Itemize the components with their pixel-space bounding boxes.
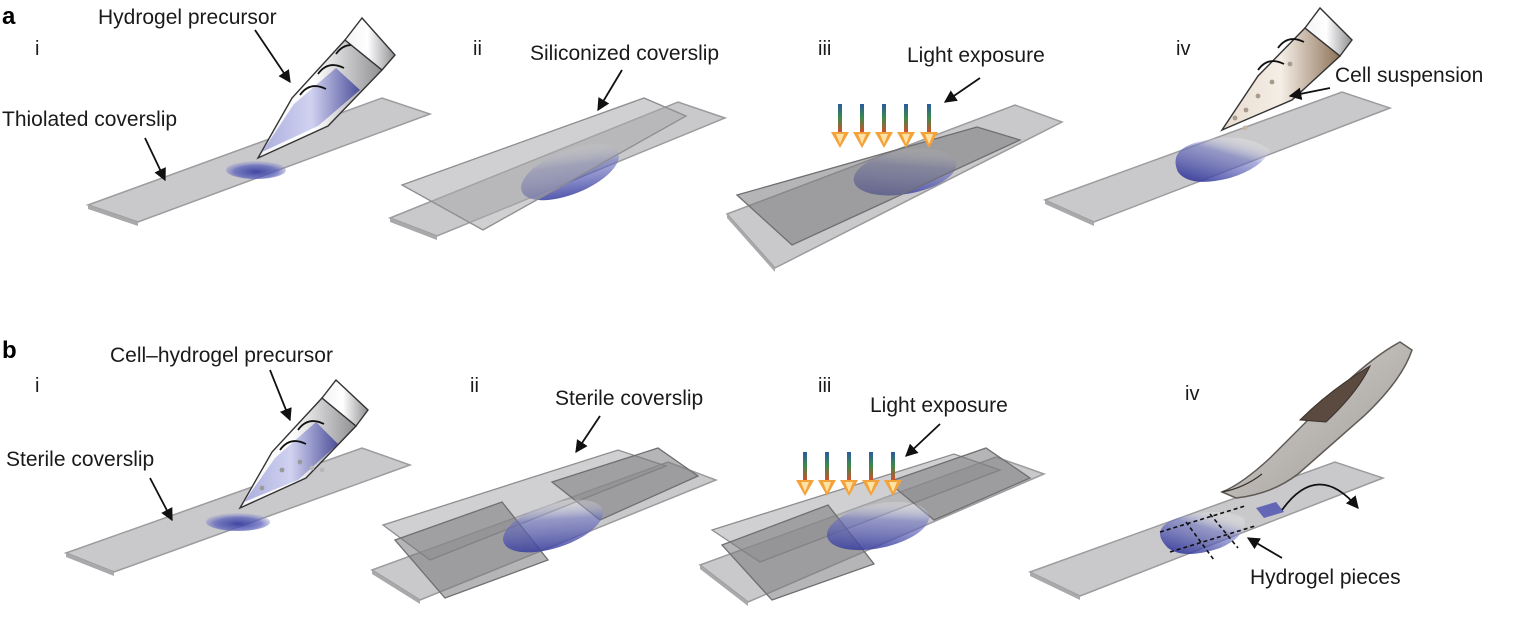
label-sterile-coverslip-2: Sterile coverslip (555, 387, 703, 410)
panel-letter-b: b (2, 337, 17, 364)
step-label: iv (1185, 383, 1199, 405)
pointer-arrow (269, 369, 292, 422)
label-hydrogel-precursor: Hydrogel precursor (98, 6, 277, 29)
pointer-arrow (149, 477, 173, 522)
slide-edge (390, 218, 437, 240)
hydrogel-drop (503, 499, 603, 553)
panel-b-step-iii: iii Light exposure (698, 375, 1047, 606)
hydrogel-drop (826, 501, 930, 551)
transfer-arrow (1281, 483, 1359, 511)
label-cell-suspension: Cell suspension (1335, 64, 1483, 87)
step-label: iii (818, 375, 831, 397)
pointer-arrow (597, 69, 623, 112)
slide-edge (1045, 200, 1094, 226)
panel-a-step-iv: iv Cell suspension (1043, 6, 1483, 226)
label-cell-hydrogel-precursor: Cell–hydrogel precursor (110, 344, 333, 367)
pointer-arrow (144, 137, 166, 182)
pointer-arrow (1288, 87, 1331, 100)
pointer-arrow (943, 77, 981, 103)
hydrogel-piece (1256, 502, 1284, 518)
slide-edge (372, 570, 420, 604)
panel-b-step-iv: iv Hydrogel pieces (1028, 341, 1413, 600)
hydrogel-layer (1160, 512, 1245, 554)
step-label: ii (473, 38, 482, 60)
slide-edge (88, 205, 138, 226)
pipette-icon (256, 16, 396, 160)
label-sterile-coverslip-1: Sterile coverslip (6, 448, 154, 471)
step-label: i (35, 38, 39, 60)
panel-a-step-i: i Hydrogel precursor Thiolated coverslip (2, 6, 433, 226)
hydrogel-layer (1175, 137, 1270, 182)
pointer-arrow (1246, 537, 1283, 559)
slide-edge (66, 553, 114, 576)
step-label: i (35, 375, 39, 397)
pointer-arrow (905, 423, 941, 457)
hydrogel-drop (206, 513, 270, 531)
panel-b-step-ii: ii Sterile coverslip (370, 375, 719, 604)
label-light-exposure-b: Light exposure (870, 394, 1008, 417)
step-label: ii (470, 375, 479, 397)
panel-b-step-i: i Cell–hydrogel precursor Sterile covers… (6, 344, 413, 576)
slide-edge (700, 565, 748, 606)
panel-a-step-ii: ii Siliconized coverslip (387, 38, 728, 240)
slide-edge (727, 214, 775, 272)
label-hydrogel-pieces: Hydrogel pieces (1250, 566, 1401, 589)
panel-letter-a: a (2, 3, 16, 30)
pipette-icon (1220, 6, 1353, 132)
label-light-exposure: Light exposure (907, 44, 1045, 67)
siliconized-coverslip (735, 126, 1022, 246)
label-thiolated-coverslip: Thiolated coverslip (2, 108, 177, 131)
step-label: iv (1176, 38, 1190, 60)
pointer-arrow (575, 415, 601, 454)
label-siliconized-coverslip: Siliconized coverslip (530, 42, 719, 65)
hydrogel-cut-lines (1159, 505, 1256, 561)
pointer-arrow (254, 29, 291, 84)
slide-edge (1030, 572, 1080, 600)
pipette-icon (238, 378, 369, 510)
siliconized-coverslip (400, 97, 688, 231)
hydrogel-drop (226, 161, 286, 179)
step-label: iii (818, 38, 831, 60)
scalpel-icon (1220, 341, 1413, 499)
panel-a-step-iii: iii Light exposure (725, 38, 1064, 272)
